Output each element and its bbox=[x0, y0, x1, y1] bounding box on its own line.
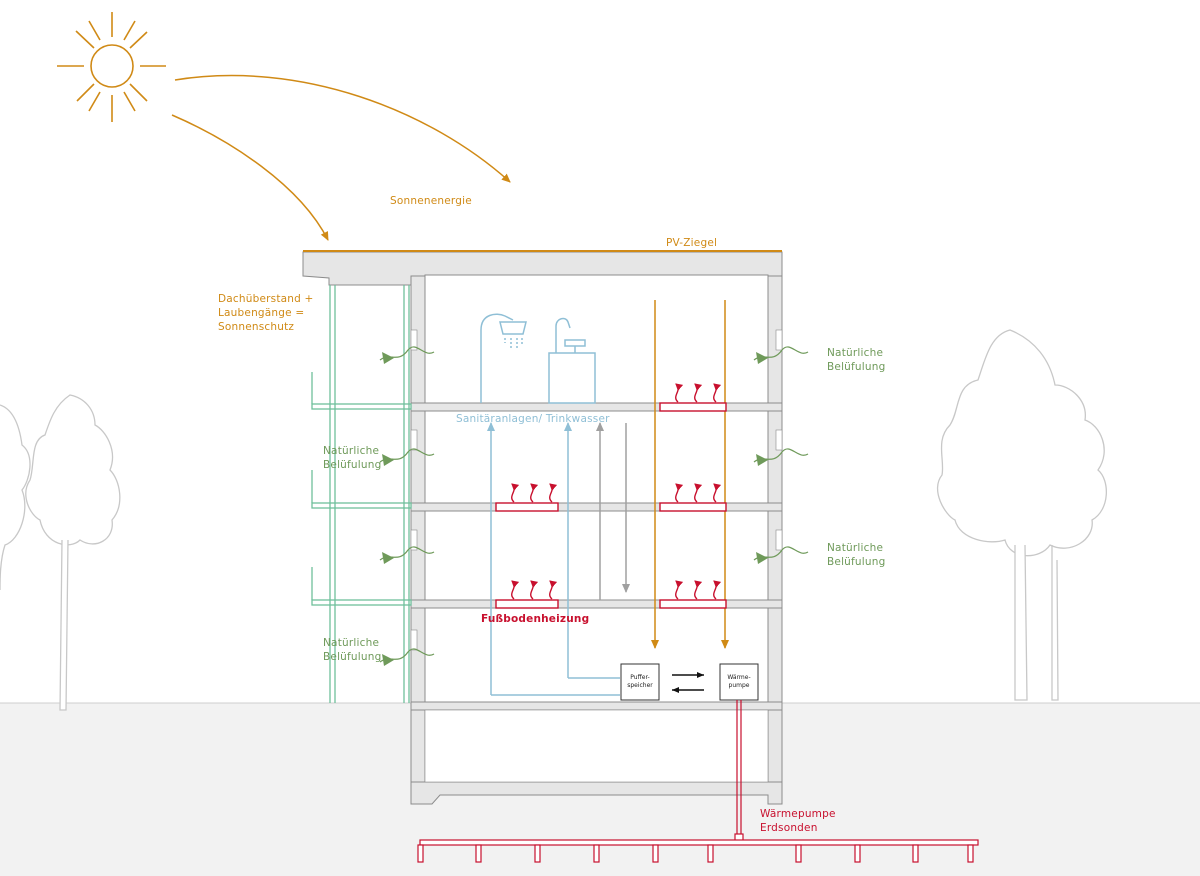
solar-arrow bbox=[171, 114, 329, 241]
floor-heating-label: Fußbodenheizung bbox=[481, 613, 590, 625]
geothermal-probe bbox=[475, 844, 482, 863]
buffer-tank-line-2: speicher bbox=[627, 682, 653, 689]
geothermal-pipes bbox=[419, 700, 979, 846]
ventilation-arrowhead-icon bbox=[382, 654, 394, 666]
heating-arrow-icon bbox=[511, 383, 722, 600]
geothermal-probe bbox=[967, 844, 974, 863]
ventilation-line-2: Belüfulung bbox=[827, 361, 886, 373]
basement-room bbox=[424, 709, 769, 783]
ventilation-arrowhead-icon bbox=[382, 352, 394, 364]
heating-arrow-icon bbox=[694, 383, 703, 403]
ventilation-line-1: Natürliche bbox=[827, 347, 884, 359]
sanitary-label: Sanitäranlagen/ Trinkwasser bbox=[456, 413, 610, 425]
ventilation-line-2: Belüfulung bbox=[323, 651, 382, 663]
ventilation-line-1: Natürliche bbox=[827, 542, 884, 554]
ventilation-label-left-lower: Natürliche Belüfulung bbox=[323, 636, 381, 664]
heating-arrow-icon bbox=[675, 383, 684, 403]
buffer-tank-box bbox=[620, 663, 660, 701]
geothermal-probe bbox=[534, 844, 541, 863]
heat-pump-box-label: Wärme- pumpe bbox=[720, 674, 758, 690]
floor-heating-units bbox=[495, 402, 727, 609]
roof-overhang-line-1: Dachüberstand + bbox=[218, 293, 314, 305]
heating-arrow-icon bbox=[694, 580, 703, 600]
building-section bbox=[302, 251, 783, 805]
geothermal-probe bbox=[795, 844, 802, 863]
shower-icon bbox=[480, 313, 527, 403]
geothermal-line-2: Erdsonden bbox=[760, 822, 818, 834]
heating-arrow-icon bbox=[511, 483, 520, 503]
geothermal-line-1: Wärmepumpe bbox=[760, 808, 836, 820]
ventilation-line-1: Natürliche bbox=[323, 637, 380, 649]
geothermal-probe bbox=[854, 844, 861, 863]
heating-arrow-icon bbox=[549, 580, 558, 600]
geothermal-probe bbox=[417, 844, 424, 863]
faucet-icon bbox=[548, 317, 596, 404]
heating-arrow-icon bbox=[530, 483, 539, 503]
ventilation-label-left-mid: Natürliche Belüfulung bbox=[323, 444, 381, 472]
heating-arrow-icon bbox=[549, 483, 558, 503]
heating-arrow-icon bbox=[675, 483, 684, 503]
heating-arrow-icon bbox=[713, 483, 722, 503]
heat-pump-box-line-2: pumpe bbox=[728, 682, 750, 689]
ventilation-line-2: Belüfulung bbox=[827, 556, 886, 568]
geothermal-probes bbox=[417, 844, 974, 863]
pv-roof-label: PV-Ziegel bbox=[666, 237, 718, 249]
ventilation-arrowhead-icon bbox=[756, 454, 768, 466]
ventilation-arrowhead-icon bbox=[382, 552, 394, 564]
heating-arrow-icon bbox=[675, 580, 684, 600]
roof-overhang-label: Dachüberstand + Laubengänge = Sonnenschu… bbox=[218, 292, 314, 334]
geothermal-probe bbox=[912, 844, 919, 863]
tree-icon bbox=[936, 329, 1108, 701]
geothermal-probe bbox=[652, 844, 659, 863]
heat-pump-box-line-1: Wärme- bbox=[727, 674, 751, 681]
ventilation-line-2: Belüfulung bbox=[323, 459, 382, 471]
ventilation-arrow-icon bbox=[379, 346, 809, 666]
geothermal-probe bbox=[593, 844, 600, 863]
heating-arrow-icon bbox=[694, 483, 703, 503]
roof-overhang-line-3: Sonnenschutz bbox=[218, 321, 295, 333]
ventilation-label-right-upper: Natürliche Belüfulung bbox=[827, 346, 885, 374]
geothermal-label: Wärmepumpe Erdsonden bbox=[760, 807, 836, 835]
heat-pump-box bbox=[719, 663, 759, 701]
ventilation-arrowhead-icon bbox=[756, 352, 768, 364]
buffer-tank-label: Puffer- speicher bbox=[621, 674, 659, 690]
equipment-boxes bbox=[620, 663, 759, 701]
sun-icon bbox=[57, 12, 166, 122]
heating-arrow-icon bbox=[713, 580, 722, 600]
ventilation-label-right-lower: Natürliche Belüfulung bbox=[827, 541, 885, 569]
window-notches bbox=[410, 329, 783, 651]
buffer-tank-line-1: Puffer- bbox=[630, 674, 650, 681]
ventilation-line-1: Natürliche bbox=[323, 445, 380, 457]
roof-overhang-line-2: Laubengänge = bbox=[218, 307, 305, 319]
heating-arrow-icon bbox=[511, 580, 520, 600]
sun-energy-label: Sonnenenergie bbox=[390, 195, 472, 207]
tree-icon bbox=[0, 394, 121, 711]
ventilation-arrowhead-icon bbox=[382, 454, 394, 466]
solar-arrow bbox=[174, 74, 511, 183]
heating-arrow-icon bbox=[713, 383, 722, 403]
ventilation-arrowhead-icon bbox=[756, 552, 768, 564]
heating-arrow-icon bbox=[530, 580, 539, 600]
geothermal-probe bbox=[707, 844, 714, 863]
